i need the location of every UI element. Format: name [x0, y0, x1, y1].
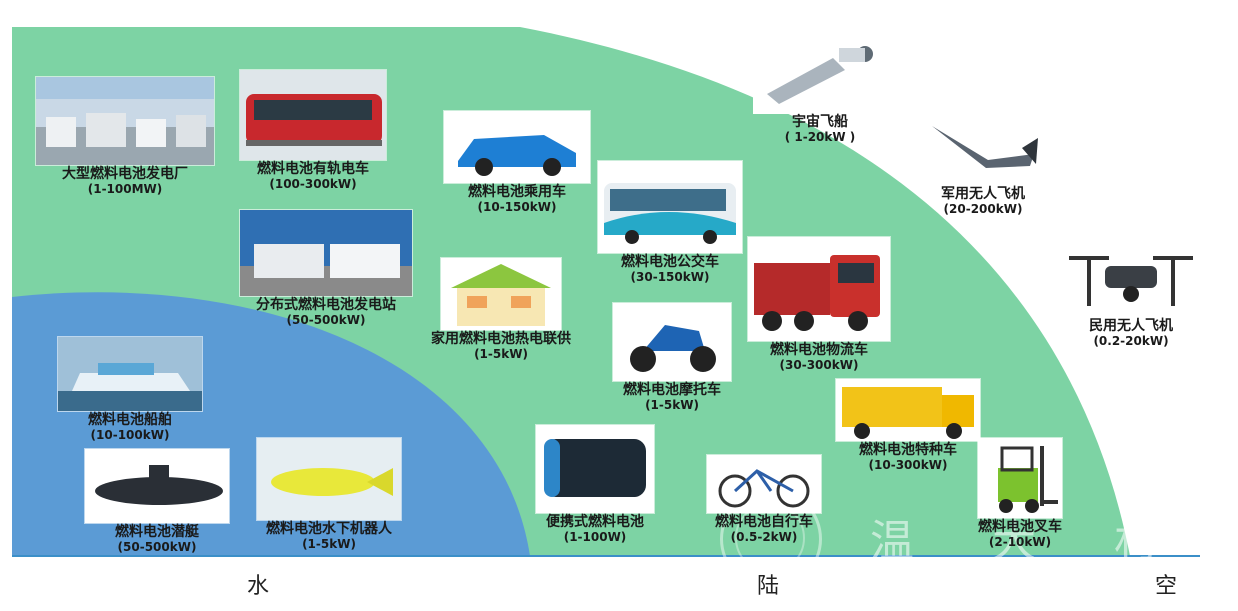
region-label-water: 水 — [247, 574, 270, 599]
item-logistics-truck: 燃料电池物流车 (30-300kW) — [746, 236, 892, 372]
item-range: (100-300kW) — [269, 177, 357, 191]
item-range: (1-5kW) — [474, 347, 528, 361]
container-station-icon — [239, 209, 413, 297]
item-range: (1-5kW) — [645, 398, 699, 412]
item-name: 燃料电池有轨电车 — [257, 161, 369, 177]
power-plant-icon — [35, 76, 215, 166]
portable-battery-icon — [535, 424, 655, 514]
item-name: 民用无人飞机 — [1089, 318, 1173, 334]
forklift-icon — [977, 437, 1063, 519]
item-name: 燃料电池船舶 — [88, 412, 172, 428]
item-range: (10-100kW) — [90, 428, 170, 442]
item-range: (30-300kW) — [779, 358, 859, 372]
spacecraft-icon — [753, 40, 887, 114]
item-range: (0.5-2kW) — [730, 530, 798, 544]
item-name: 燃料电池公交车 — [621, 254, 719, 270]
item-name: 燃料电池特种车 — [859, 442, 957, 458]
item-distributed-station: 分布式燃料电池发电站 (50-500kW) — [236, 209, 416, 327]
item-special-vehicle: 燃料电池特种车 (10-300kW) — [834, 378, 982, 472]
truck-icon — [747, 236, 891, 342]
bus-icon — [597, 160, 743, 254]
watermark-text: 温 大 材 — [870, 516, 1190, 567]
ship-icon — [57, 336, 203, 412]
house-icon — [440, 257, 562, 331]
special-vehicle-icon — [835, 378, 981, 442]
item-range: ( 1-20kW ) — [784, 130, 856, 144]
item-spacecraft: 宇宙飞船 ( 1-20kW ) — [750, 40, 890, 144]
item-range: (1-5kW) — [302, 537, 356, 551]
item-name: 分布式燃料电池发电站 — [256, 297, 396, 313]
item-car: 燃料电池乘用车 (10-150kW) — [442, 110, 592, 214]
item-name: 燃料电池潜艇 — [115, 524, 199, 540]
item-name: 燃料电池自行车 — [715, 514, 813, 530]
item-submarine: 燃料电池潜艇 (50-500kW) — [82, 448, 232, 554]
item-name: 军用无人飞机 — [941, 186, 1025, 202]
motorcycle-icon — [612, 302, 732, 382]
military-drone-icon — [926, 120, 1040, 186]
underwater-robot-icon — [256, 437, 402, 521]
item-name: 家用燃料电池热电联供 — [431, 331, 571, 347]
item-home-chp: 家用燃料电池热电联供 (1-5kW) — [418, 257, 584, 361]
tram-icon — [239, 69, 387, 161]
item-bicycle: 燃料电池自行车 (0.5-2kW) — [702, 454, 826, 544]
region-label-air: 空 — [1155, 574, 1178, 599]
item-ship: 燃料电池船舶 (10-100kW) — [52, 336, 208, 442]
civil-drone-icon — [1061, 246, 1201, 318]
item-name: 燃料电池物流车 — [770, 342, 868, 358]
item-range: (1-100MW) — [87, 182, 163, 196]
item-bus: 燃料电池公交车 (30-150kW) — [596, 160, 744, 284]
item-range: (0.2-20kW) — [1093, 334, 1169, 348]
item-name: 宇宙飞船 — [792, 114, 848, 130]
item-range: (10-150kW) — [477, 200, 557, 214]
region-label-land: 陆 — [757, 574, 780, 599]
item-portable-battery: 便携式燃料电池 (1-100W) — [530, 424, 660, 544]
item-range: (2-10kW) — [988, 535, 1052, 549]
item-military-drone: 军用无人飞机 (20-200kW) — [918, 120, 1048, 216]
item-range: (1-100W) — [563, 530, 627, 544]
item-name: 燃料电池摩托车 — [623, 382, 721, 398]
item-underwater-robot: 燃料电池水下机器人 (1-5kW) — [254, 437, 404, 551]
item-name: 燃料电池水下机器人 — [266, 521, 392, 537]
submarine-icon — [84, 448, 230, 524]
item-range: (10-300kW) — [868, 458, 948, 472]
item-forklift: 燃料电池叉车 (2-10kW) — [968, 437, 1072, 549]
item-range: (20-200kW) — [943, 202, 1023, 216]
item-name: 燃料电池叉车 — [978, 519, 1062, 535]
item-power-plant: 大型燃料电池发电厂 (1-100MW) — [30, 76, 220, 196]
bicycle-icon — [706, 454, 822, 514]
item-name: 燃料电池乘用车 — [468, 184, 566, 200]
item-range: (50-500kW) — [117, 540, 197, 554]
item-range: (30-150kW) — [630, 270, 710, 284]
item-motorcycle: 燃料电池摩托车 (1-5kW) — [602, 302, 742, 412]
item-tram: 燃料电池有轨电车 (100-300kW) — [236, 69, 390, 191]
item-range: (50-500kW) — [286, 313, 366, 327]
item-name: 便携式燃料电池 — [546, 514, 644, 530]
car-icon — [443, 110, 591, 184]
item-civil-drone: 民用无人飞机 (0.2-20kW) — [1058, 246, 1204, 348]
item-name: 大型燃料电池发电厂 — [62, 166, 188, 182]
